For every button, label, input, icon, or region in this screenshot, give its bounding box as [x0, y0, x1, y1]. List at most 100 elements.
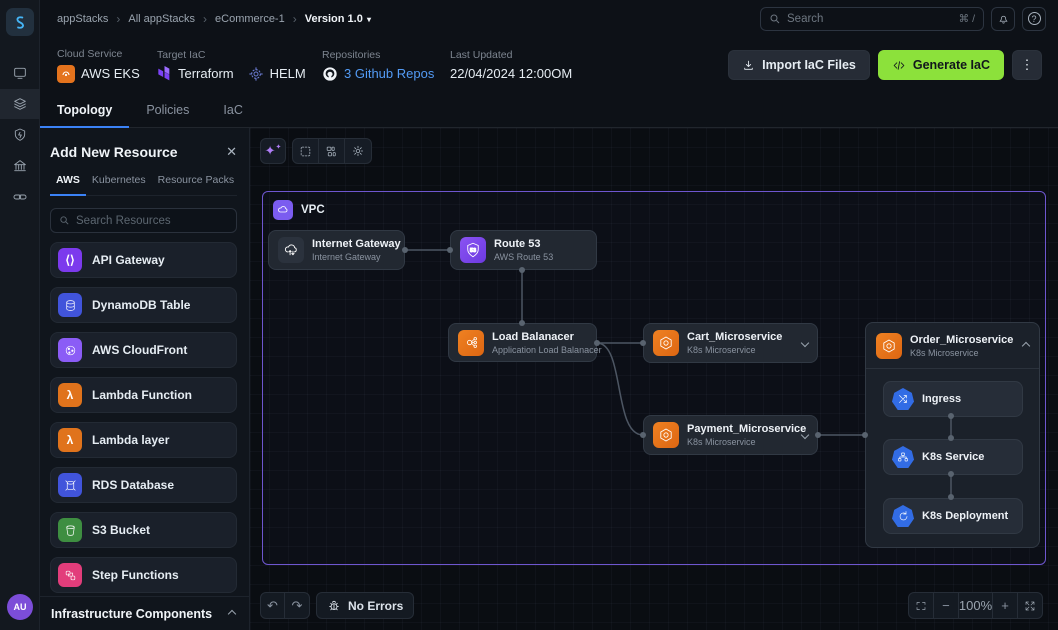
user-avatar[interactable]: AU — [7, 594, 33, 620]
api-gateway-icon: ⟨⟩ — [58, 248, 82, 272]
microservice-icon — [876, 333, 902, 359]
canvas-settings-button[interactable] — [345, 139, 371, 163]
zoom-out-button[interactable]: − — [934, 593, 959, 618]
top-nav: appStacks › All appStacks › eCommerce-1 … — [40, 0, 1058, 37]
node-cart-microservice[interactable]: Cart_Microservice K8s Microservice — [643, 323, 818, 363]
view-tabs: Topology Policies IaC — [40, 93, 1058, 128]
chevron-up-icon[interactable] — [1022, 341, 1030, 349]
bell-icon — [997, 12, 1010, 25]
helm-icon — [248, 66, 264, 82]
ingress-icon — [892, 388, 914, 410]
lambda-icon: λ — [58, 428, 82, 452]
infrastructure-components-section[interactable]: Infrastructure Components — [40, 596, 249, 630]
notifications-button[interactable] — [991, 7, 1015, 31]
resource-item-rds[interactable]: RDS Database — [50, 467, 237, 503]
vpc-label: VPC — [273, 200, 325, 220]
no-errors-button[interactable]: No Errors — [316, 592, 414, 619]
search-input[interactable] — [787, 13, 953, 25]
left-icon-rail: AU — [0, 0, 40, 630]
appstacks-logo-icon[interactable] — [6, 8, 34, 36]
auto-layout-button[interactable] — [319, 139, 345, 163]
redo-button[interactable]: ↷ — [285, 593, 309, 618]
internet-gateway-icon — [278, 237, 304, 263]
step-functions-icon — [58, 563, 82, 587]
resource-item-dynamodb[interactable]: DynamoDB Table — [50, 287, 237, 323]
breadcrumb-all-appstacks[interactable]: All appStacks — [128, 13, 195, 25]
target-iac-value-2: HELM — [270, 66, 306, 81]
panel-title: Add New Resource — [50, 144, 178, 160]
k8s-deployment-icon — [892, 505, 914, 527]
breadcrumb-separator: › — [293, 12, 297, 26]
rail-item-dashboard[interactable] — [0, 58, 40, 88]
undo-icon: ↶ — [267, 598, 278, 614]
close-icon[interactable]: ✕ — [226, 144, 237, 160]
node-internet-gateway[interactable]: Internet Gateway Internet Gateway — [268, 230, 405, 270]
panel-tab-aws[interactable]: AWS — [50, 174, 86, 196]
fit-view-button[interactable] — [909, 593, 934, 618]
resource-item-cloudfront[interactable]: AWS CloudFront — [50, 332, 237, 368]
s3-bucket-icon — [58, 518, 82, 542]
select-area-button[interactable] — [293, 139, 319, 163]
chevron-down-icon[interactable] — [801, 431, 809, 439]
resource-item-s3[interactable]: S3 Bucket — [50, 512, 237, 548]
resource-item-step-functions[interactable]: Step Functions — [50, 557, 237, 593]
rail-item-stacks[interactable] — [0, 89, 40, 119]
import-iac-button[interactable]: Import IaC Files — [728, 50, 870, 80]
resource-item-api-gateway[interactable]: ⟨⟩ API Gateway — [50, 242, 237, 278]
node-k8s-deployment[interactable]: K8s Deployment — [883, 498, 1023, 534]
plus-icon: + — [1001, 598, 1009, 613]
k8s-service-icon — [892, 446, 914, 468]
rail-item-integrations[interactable] — [0, 182, 40, 212]
ai-assist-button[interactable]: ✦✦ — [260, 138, 286, 164]
panel-tab-kubernetes[interactable]: Kubernetes — [86, 174, 152, 196]
node-route-53[interactable]: 53 Route 53 AWS Route 53 — [450, 230, 597, 270]
frame-icon — [915, 600, 927, 612]
zoom-level: 100% — [959, 593, 993, 618]
chevron-down-icon[interactable] — [801, 339, 809, 347]
node-k8s-service[interactable]: K8s Service — [883, 439, 1023, 475]
search-shortcut: ⌘ / — [959, 13, 975, 25]
node-order-microservice-group[interactable]: Order_Microservice K8s Microservice Ingr… — [865, 322, 1040, 548]
node-load-balancer[interactable]: Load Balanacer Application Load Balanace… — [448, 323, 597, 362]
stack-header: Cloud Service AWS EKS Target IaC Terrafo… — [40, 37, 1058, 93]
panel-tab-resource-packs[interactable]: Resource Packs — [152, 174, 240, 196]
kebab-icon: ⋮ — [1021, 57, 1034, 73]
target-iac-field: Target IaC Terraform HELM — [157, 49, 322, 82]
rail-item-governance[interactable] — [0, 151, 40, 181]
help-button[interactable]: ? — [1022, 7, 1046, 31]
breadcrumb-separator: › — [203, 12, 207, 26]
cloud-service-field: Cloud Service AWS EKS — [57, 48, 157, 83]
rail-item-policies[interactable] — [0, 120, 40, 150]
breadcrumb-separator: › — [116, 12, 120, 26]
resource-search-input[interactable] — [76, 215, 228, 227]
generate-iac-button[interactable]: Generate IaC — [878, 50, 1004, 80]
more-options-button[interactable]: ⋮ — [1012, 50, 1042, 80]
node-ingress[interactable]: Ingress — [883, 381, 1023, 417]
resource-item-lambda-function[interactable]: λ Lambda Function — [50, 377, 237, 413]
repositories-value[interactable]: 3 Github Repos — [344, 66, 434, 81]
fullscreen-button[interactable] — [1018, 593, 1042, 618]
node-payment-microservice[interactable]: Payment_Microservice K8s Microservice — [643, 415, 818, 455]
sparkle-icon: ✦✦ — [265, 143, 282, 159]
global-search[interactable]: ⌘ / — [760, 7, 984, 31]
order-microservice-header[interactable]: Order_Microservice K8s Microservice — [866, 323, 1039, 369]
load-balancer-icon — [458, 330, 484, 356]
undo-button[interactable]: ↶ — [261, 593, 285, 618]
breadcrumb-ecommerce-1[interactable]: eCommerce-1 — [215, 13, 285, 25]
last-updated-value: 22/04/2024 12:00OM — [450, 66, 572, 81]
search-icon — [769, 13, 781, 25]
help-icon: ? — [1028, 12, 1041, 25]
topology-canvas[interactable]: ✦✦ — [250, 128, 1058, 630]
breadcrumb-appstacks[interactable]: appStacks — [57, 13, 108, 25]
tab-iac[interactable]: IaC — [206, 93, 259, 128]
tab-policies[interactable]: Policies — [129, 93, 206, 128]
github-icon — [322, 66, 338, 82]
resource-search[interactable] — [50, 208, 237, 233]
zoom-in-button[interactable]: + — [993, 593, 1018, 618]
tab-topology[interactable]: Topology — [40, 93, 129, 128]
version-selector[interactable]: Version 1.0 ▾ — [305, 13, 371, 25]
microservice-icon — [653, 422, 679, 448]
target-iac-value-1: Terraform — [178, 66, 234, 81]
resource-item-lambda-layer[interactable]: λ Lambda layer — [50, 422, 237, 458]
